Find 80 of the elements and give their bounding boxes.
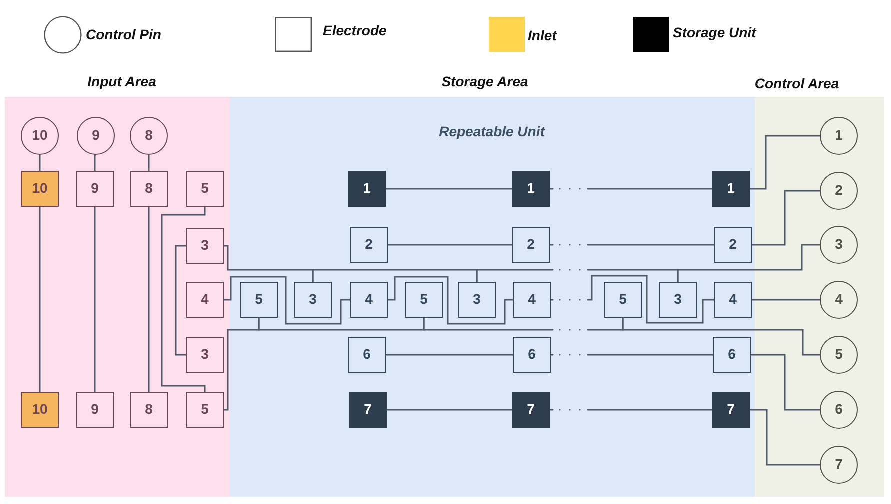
area-heading: Control Area bbox=[754, 76, 840, 92]
electrode: 5 bbox=[186, 171, 224, 207]
connector-line bbox=[677, 244, 820, 282]
connector-line bbox=[224, 276, 350, 325]
connector-line bbox=[258, 318, 425, 331]
electrode: 2 bbox=[350, 227, 388, 263]
control-pin: 7 bbox=[820, 446, 858, 484]
electrode: 5 bbox=[240, 282, 278, 318]
electrode: 6 bbox=[713, 337, 751, 373]
connector-line bbox=[752, 190, 820, 246]
connector-line bbox=[476, 269, 679, 283]
storage-unit: 1 bbox=[348, 171, 386, 207]
electrode: 3 bbox=[186, 228, 224, 264]
storage-unit: 7 bbox=[712, 392, 750, 428]
control-pin: 3 bbox=[820, 226, 858, 264]
storage-unit: 7 bbox=[512, 392, 550, 428]
control-pin: 10 bbox=[21, 117, 59, 155]
connector-line bbox=[388, 244, 512, 246]
storage-unit: 7 bbox=[349, 392, 387, 428]
inlet-electrode: 10 bbox=[21, 392, 59, 428]
storage-unit: 1 bbox=[512, 171, 550, 207]
electrode: 6 bbox=[348, 337, 386, 373]
connector-line bbox=[94, 207, 96, 392]
electrode: 3 bbox=[186, 337, 224, 373]
control-pin: 1 bbox=[820, 117, 858, 155]
electrode: 5 bbox=[405, 282, 443, 318]
electrode: 5 bbox=[186, 392, 224, 428]
connector-line bbox=[39, 155, 41, 171]
connector-line bbox=[423, 317, 624, 331]
electrode: 4 bbox=[186, 282, 224, 318]
electrode: 8 bbox=[130, 171, 168, 207]
connector-line bbox=[752, 299, 820, 301]
connector-line bbox=[550, 275, 715, 324]
electrode: 3 bbox=[659, 282, 697, 318]
electrode: 2 bbox=[714, 227, 752, 263]
connector-line bbox=[386, 354, 513, 356]
electrode: 6 bbox=[513, 337, 551, 373]
connector-line bbox=[39, 207, 41, 392]
connector-line bbox=[148, 155, 150, 171]
electrode: 2 bbox=[512, 227, 550, 263]
connector-line bbox=[550, 354, 714, 356]
connector-line bbox=[750, 135, 820, 190]
connector-line bbox=[148, 207, 150, 392]
connector-line bbox=[751, 354, 820, 411]
connector-line bbox=[312, 269, 478, 282]
electrode: 4 bbox=[714, 282, 752, 318]
control-pin: 9 bbox=[77, 117, 115, 155]
connector-line bbox=[161, 207, 206, 392]
legend-label: Control Pin bbox=[86, 26, 162, 44]
legend-label: Storage Unit bbox=[673, 24, 756, 42]
control-pin: 8 bbox=[130, 117, 168, 155]
connector-line bbox=[94, 154, 96, 171]
control-pin: 6 bbox=[820, 391, 858, 429]
area-heading: Storage Area bbox=[442, 74, 528, 90]
connector-line bbox=[549, 244, 715, 246]
legend-label: Electrode bbox=[323, 22, 387, 40]
electrode: 8 bbox=[130, 392, 168, 428]
control-pin: 4 bbox=[820, 281, 858, 319]
connector-line bbox=[549, 409, 713, 411]
area-heading: Input Area bbox=[88, 74, 156, 90]
connector-line bbox=[750, 409, 820, 466]
inlet-electrode: 10 bbox=[21, 171, 59, 207]
electrode: 3 bbox=[294, 282, 332, 318]
electrode: 4 bbox=[350, 282, 388, 318]
connector-line bbox=[622, 318, 820, 356]
electrode: 4 bbox=[513, 282, 551, 318]
legend-label: Inlet bbox=[528, 28, 557, 44]
connector-line bbox=[387, 409, 512, 411]
storage-unit: 1 bbox=[712, 171, 750, 207]
connector-line bbox=[175, 245, 186, 356]
connector-line bbox=[549, 188, 713, 190]
electrode: 3 bbox=[458, 282, 496, 318]
section-label: Repeatable Unit bbox=[439, 124, 545, 140]
connector-line bbox=[386, 188, 512, 190]
control-pin: 2 bbox=[820, 172, 858, 210]
electrode: 9 bbox=[76, 171, 114, 207]
electrode: 5 bbox=[604, 282, 642, 318]
control-pin: 5 bbox=[820, 336, 858, 374]
connector-line bbox=[388, 276, 513, 325]
electrode: 9 bbox=[76, 392, 114, 428]
